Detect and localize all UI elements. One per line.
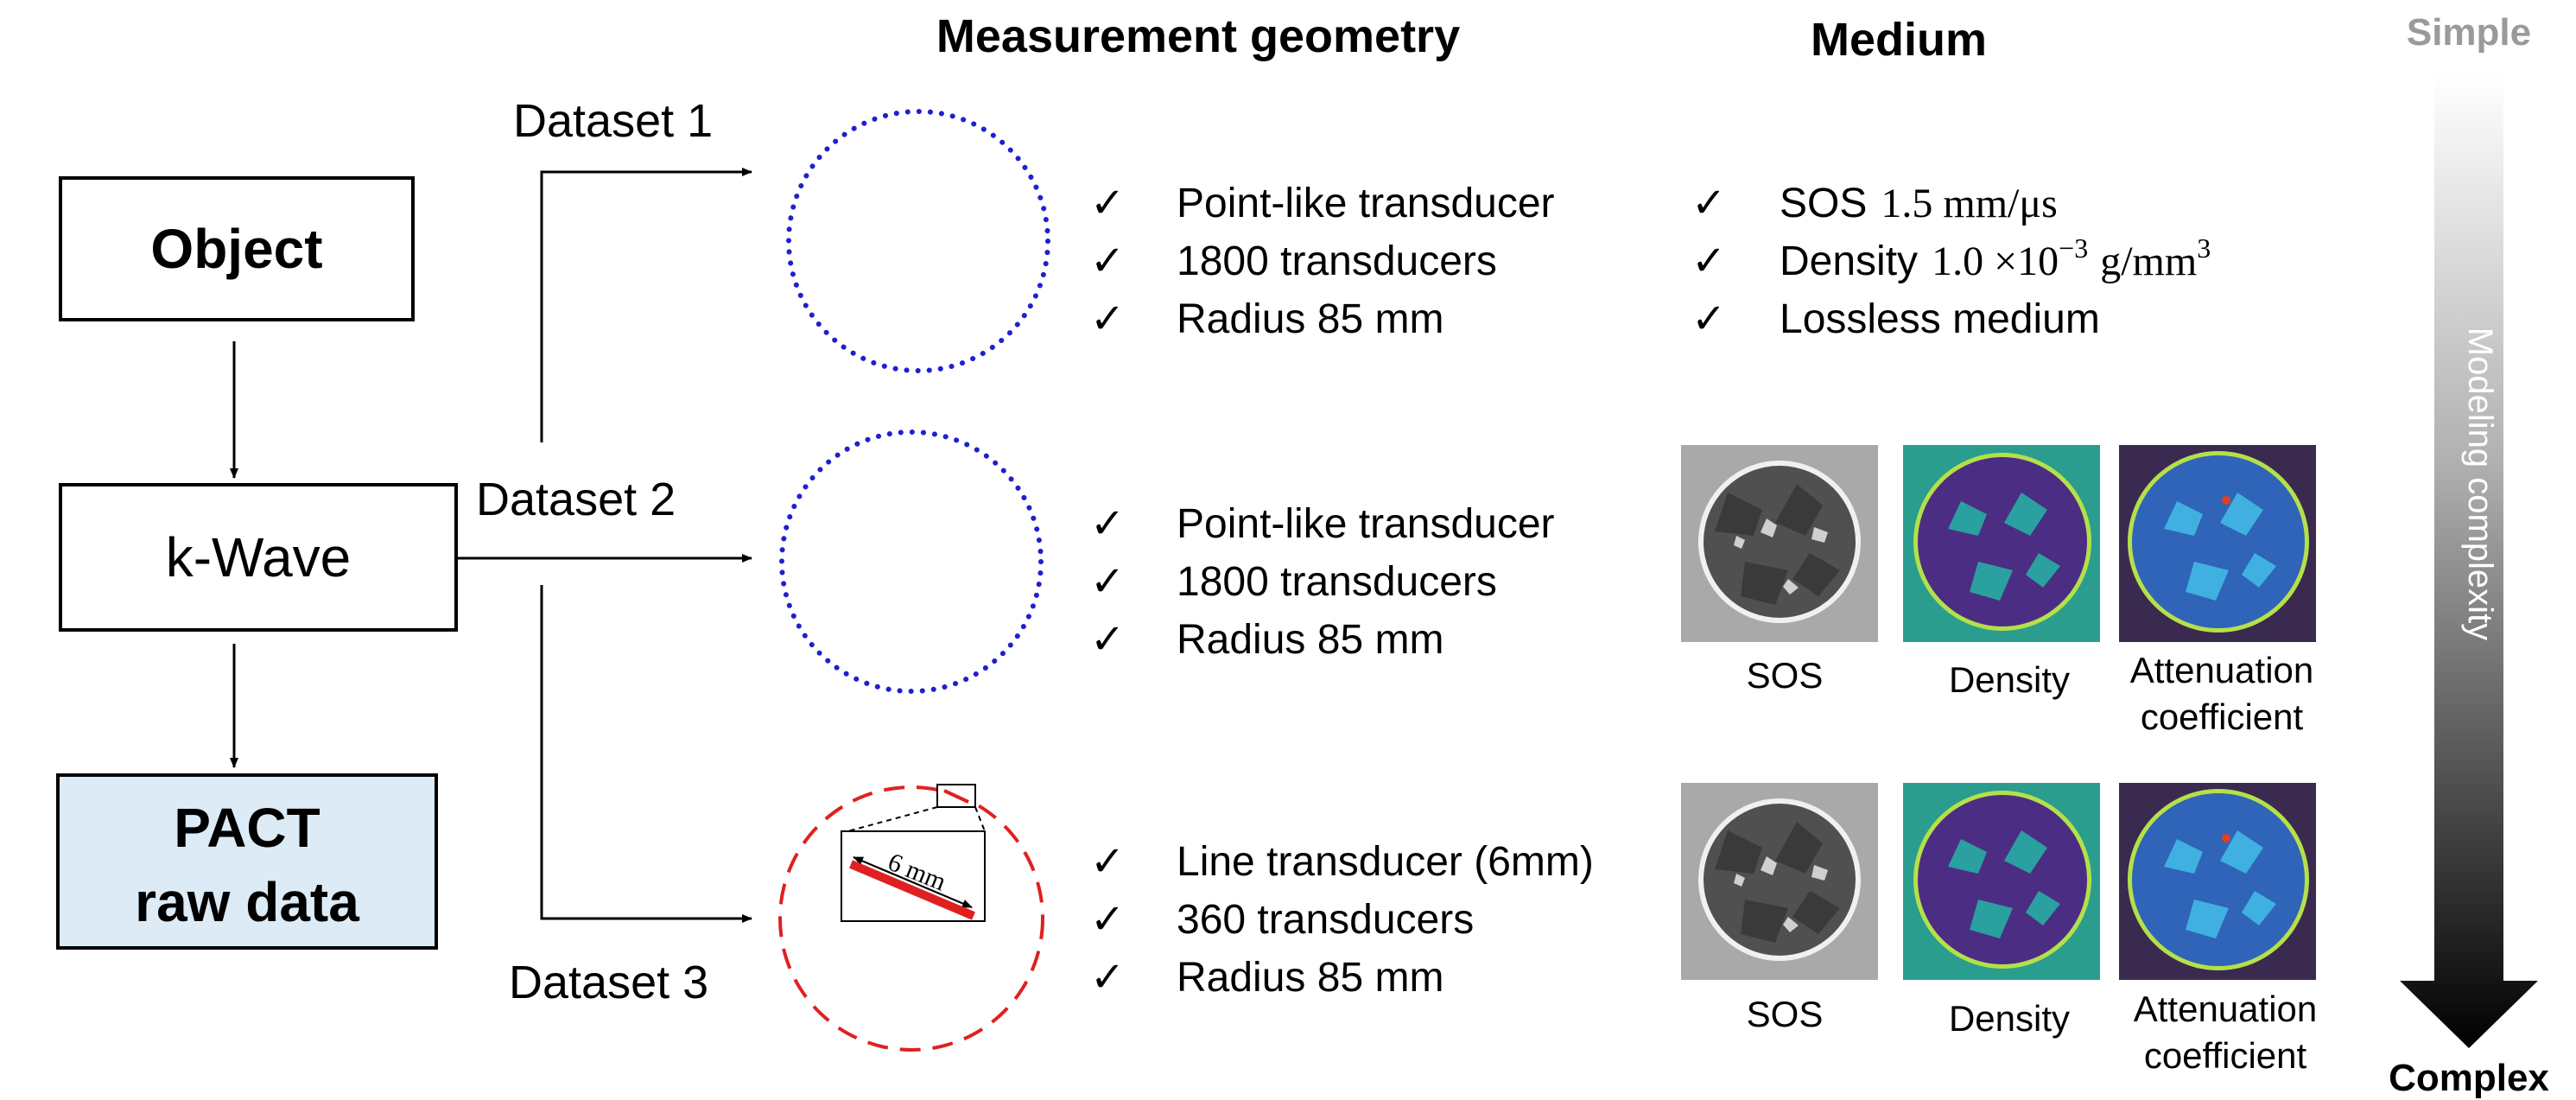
check-icon: ✓ [1090,501,1125,547]
dataset-3-sos-map [1681,783,1878,980]
dataset-3-geometry-list: ✓ Line transducer (6mm) ✓ 360 transducer… [1090,839,1594,1001]
modeling-complexity-label: Modeling complexity [2461,327,2499,640]
dataset-3-attenuation-label-line2: coefficient [2144,1035,2307,1076]
object-box: Object [59,176,415,321]
dataset-2-attenuation-label-line1: Attenuation [2130,650,2314,690]
dataset-branch-lines [456,168,752,923]
lossless-spec: Lossless medium [1780,296,2100,342]
dataset-2-attenuation-label-line2: coefficient [2141,696,2304,737]
svg-text:1800 transducers: 1800 transducers [1177,559,1497,605]
svg-text:Point-like transducer: Point-like transducer [1177,501,1555,547]
complexity-arrow [2400,73,2538,1048]
complexity-simple-label: Simple [2407,11,2531,54]
measurement-geometry-header: Measurement geometry [936,10,1460,62]
dataset-2-density-map [1903,445,2100,642]
dataset-2-point-transducer-ring [779,429,1044,694]
complexity-complex-label: Complex [2389,1057,2549,1099]
medium-header: Medium [1811,14,1987,66]
dataset-2-density-label: Density [1949,659,2070,700]
svg-text:Point-like transducer: Point-like transducer [1177,181,1555,226]
dataset-3-line-transducer-ring [778,785,1044,1052]
dataset-3-density-map [1903,783,2100,980]
dataset-2-label: Dataset 2 [476,474,676,525]
dataset-3-density-label: Density [1949,998,2070,1039]
check-icon: ✓ [1090,559,1125,605]
dataset-2-geometry-list: ✓ Point-like transducer ✓ 1800 transduce… [1090,501,1555,663]
check-icon: ✓ [1090,955,1125,1001]
kwave-box: k-Wave [59,483,458,632]
object-label: Object [150,218,322,280]
svg-text:Line transducer (6mm): Line transducer (6mm) [1177,839,1594,885]
dataset-1-point-transducer-ring [786,109,1050,373]
check-icon: ✓ [1090,839,1125,885]
dataset-3-attenuation-label-line1: Attenuation [2134,989,2318,1029]
pact-label-line2: raw data [135,871,359,933]
dataset-3-attenuation-map [2119,783,2316,980]
pact-label-line1: PACT [174,797,320,859]
check-icon: ✓ [1090,617,1125,663]
dataset-3-inset: 6 mm [841,784,986,922]
check-icon: ✓ [1090,181,1125,226]
check-icon: ✓ [1691,181,1726,226]
check-icon: ✓ [1090,296,1125,342]
check-icon: ✓ [1691,238,1726,284]
check-icon: ✓ [1691,296,1726,342]
dataset-2-attenuation-map [2119,445,2316,642]
svg-text:Radius 85 mm: Radius 85 mm [1177,617,1443,663]
svg-text:Radius 85 mm: Radius 85 mm [1177,296,1443,342]
check-icon: ✓ [1090,897,1125,943]
dataset-3-sos-label: SOS [1747,994,1824,1034]
dataset-2-sos-label: SOS [1747,655,1824,696]
dataset-1-label: Dataset 1 [513,95,713,147]
kwave-label: k-Wave [166,526,352,588]
svg-text:360 transducers: 360 transducers [1177,897,1474,943]
dataset-2-sos-map [1681,445,1878,642]
svg-text:Radius 85 mm: Radius 85 mm [1177,955,1443,1001]
svg-text:1800 transducers: 1800 transducers [1177,238,1497,284]
dataset-3-label: Dataset 3 [509,957,708,1008]
check-icon: ✓ [1090,238,1125,284]
pact-raw-data-box: PACT raw data [56,773,438,950]
dataset-1-geometry-list: ✓ Point-like transducer ✓ 1800 transduce… [1090,181,1555,342]
